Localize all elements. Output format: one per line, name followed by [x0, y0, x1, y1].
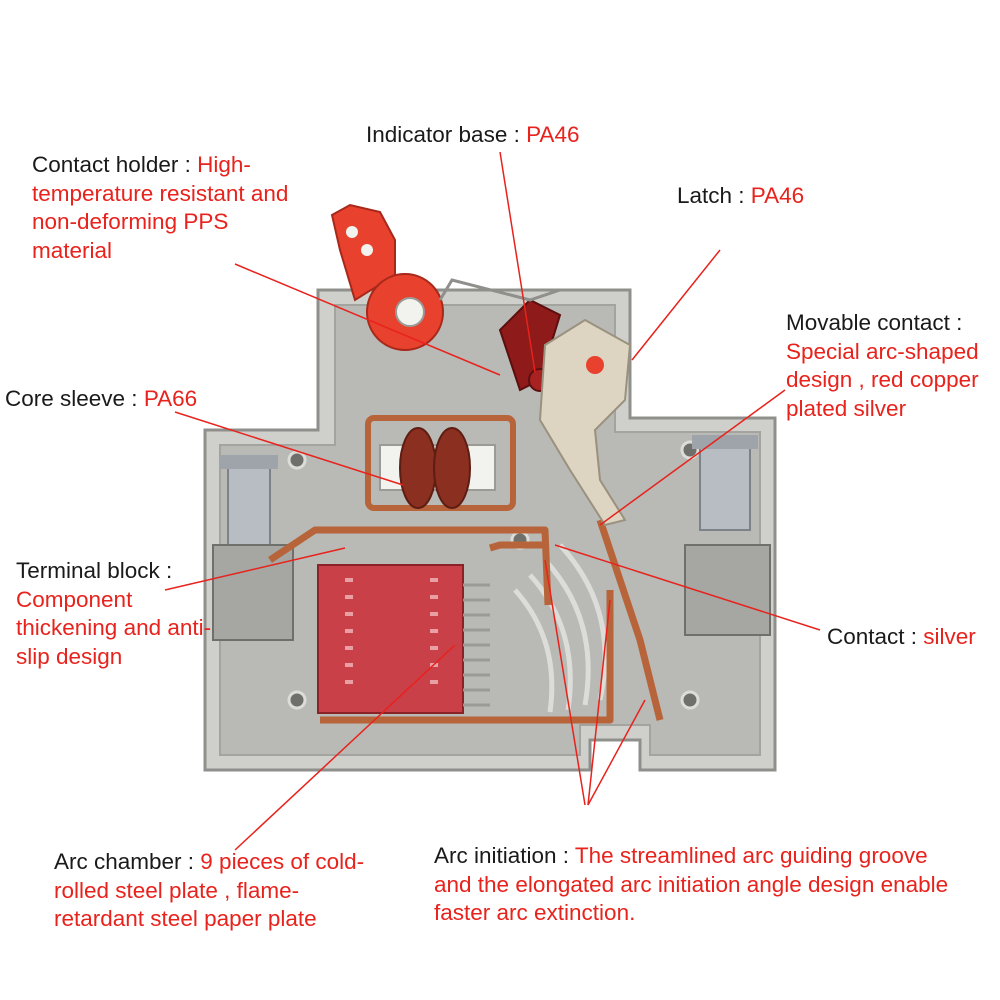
coil-core-sleeve [365, 415, 516, 511]
leader-arcchamber [234, 644, 456, 851]
operating-handle [330, 203, 444, 351]
leader-arcinit-a [544, 559, 586, 806]
leader-lines [164, 151, 821, 851]
arc-chamber [317, 564, 490, 714]
leader-indicator [499, 151, 536, 373]
label-arc-initiation: Arc initiation : The streamlined arc gui… [434, 843, 949, 925]
label-contact: Contact : silver [827, 624, 976, 649]
leader-arcinit-b [587, 599, 611, 806]
left-terminal [212, 455, 294, 641]
right-terminal [684, 435, 771, 636]
leader-latch [631, 249, 721, 361]
label-contact-holder: Contact holder : High-temperature resist… [32, 152, 289, 263]
leader-arcinit-c [587, 699, 646, 806]
arc-guiding-grooves [513, 543, 608, 713]
label-indicator-base: Indicator base : PA46 [366, 122, 580, 147]
label-core-sleeve: Core sleeve : PA66 [5, 386, 198, 411]
label-latch: Latch : PA46 [677, 183, 805, 208]
latch-mechanism [438, 278, 632, 527]
leader-terminal [164, 547, 346, 591]
leader-contact [554, 544, 821, 631]
label-arc-chamber: Arc chamber : 9 pieces of cold-rolled st… [54, 849, 365, 931]
label-terminal-block: Terminal block : Component thickening an… [16, 558, 212, 669]
leader-movable [599, 389, 786, 526]
leader-core [174, 411, 404, 486]
label-movable-contact: Movable contact : Special arc-shaped des… [786, 310, 979, 421]
leader-holder [234, 263, 501, 376]
